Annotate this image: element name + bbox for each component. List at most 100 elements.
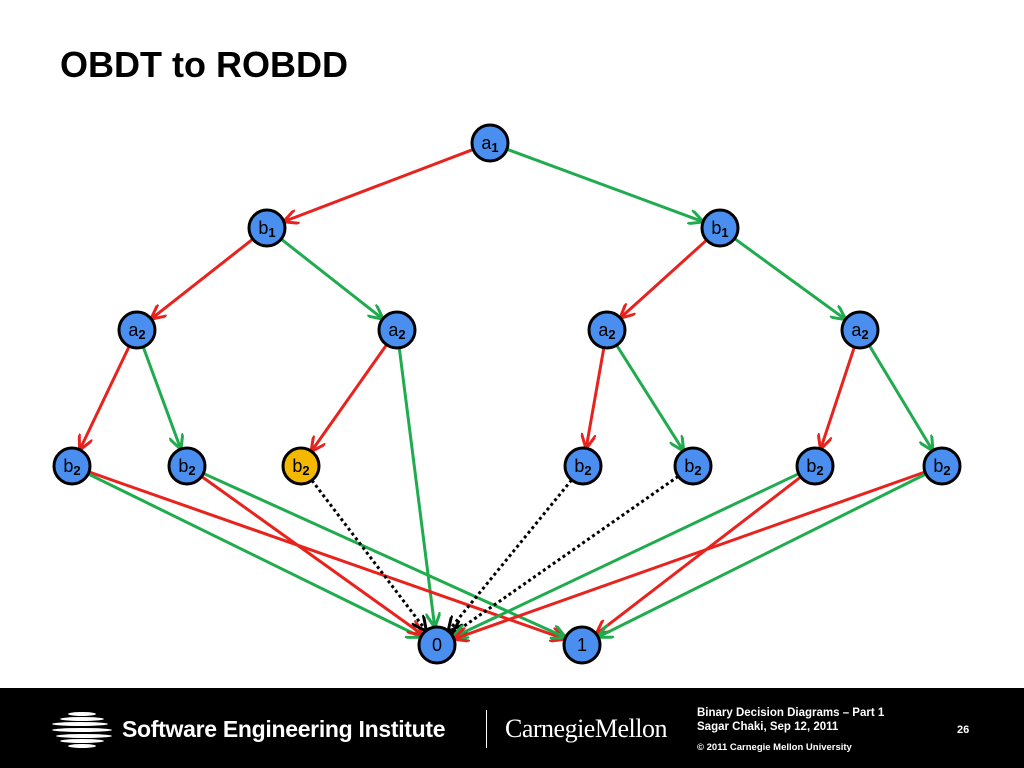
edge-low-a2RR-to-b2_7 [821, 345, 856, 448]
node-subscript: 2 [861, 327, 868, 342]
edge-high-a2LR-to-t0 [397, 346, 434, 626]
node-var: b [711, 218, 721, 238]
node-var: b [178, 456, 188, 476]
node-label: a2 [598, 320, 615, 342]
node-label: b1 [258, 218, 275, 240]
node-subscript: 2 [138, 327, 145, 342]
edge-low-b2_8-to-t0 [455, 470, 927, 639]
node-a2RR: a2 [840, 310, 880, 350]
node-circle [281, 446, 321, 486]
node-circle [167, 446, 207, 486]
node-label: b2 [684, 456, 701, 478]
node-circle [247, 208, 287, 248]
sei-logo-icon [52, 712, 112, 748]
edge-high-b1L-to-a2LR [279, 237, 382, 318]
edge-high-b2_2-to-t1 [201, 471, 564, 637]
node-circle [117, 310, 157, 350]
edge-low-a1-to-b1L [285, 147, 475, 221]
edge-high-b2_1-to-t0 [86, 472, 420, 637]
node-label: b2 [292, 456, 309, 478]
slide-title: OBDT to ROBDD [60, 44, 348, 85]
node-var: b [684, 456, 694, 476]
node-b1L: b1 [247, 208, 287, 248]
sei-name: Software Engineering Institute [122, 716, 446, 742]
node-label: b2 [63, 456, 80, 478]
node-var: a [851, 320, 862, 340]
node-b2_3: b2 [281, 446, 321, 486]
node-var: b [933, 456, 943, 476]
node-subscript: 2 [943, 463, 950, 478]
node-var: b [63, 456, 73, 476]
node-label: a2 [388, 320, 405, 342]
edge-low-a2RL-to-b2_5 [586, 346, 606, 448]
node-t1: 1 [562, 625, 602, 665]
node-var: a [128, 320, 139, 340]
node-b1R: b1 [700, 208, 740, 248]
footer-info: Binary Decision Diagrams – Part 1 Sagar … [697, 706, 884, 755]
edge-dotted-b2_3-to-t0 [310, 479, 426, 630]
node-b2_2: b2 [167, 446, 207, 486]
node-b2_7: b2 [795, 446, 835, 486]
edge-dotted-b2_6-to-t0 [453, 475, 680, 634]
edge-low-a2LL-to-b2_1 [80, 344, 131, 449]
node-subscript: 2 [398, 327, 405, 342]
edge-high-a1-to-b1R [505, 147, 702, 221]
edge-high-b2_8-to-t1 [599, 472, 928, 637]
page-number: 26 [957, 724, 970, 736]
node-t0: 0 [417, 625, 457, 665]
node-var: a [481, 133, 492, 153]
node-subscript: 1 [491, 140, 498, 155]
node-circle [795, 446, 835, 486]
node-var: a [598, 320, 609, 340]
node-circle [470, 123, 510, 163]
node-var: b [806, 456, 816, 476]
node-var: a [388, 320, 399, 340]
node-label: a1 [481, 133, 498, 155]
edge-low-b2_2-to-t0 [200, 474, 422, 633]
node-circle [562, 625, 602, 665]
node-var: 0 [432, 635, 442, 655]
footer-bar: Software Engineering Institute CarnegieM… [0, 688, 1024, 768]
node-subscript: 2 [302, 463, 309, 478]
edge-high-a2RL-to-b2_6 [615, 343, 683, 450]
node-a2LL: a2 [117, 310, 157, 350]
edge-high-b2_7-to-t0 [454, 472, 801, 637]
node-circle [922, 446, 962, 486]
edge-low-b2_1-to-t1 [87, 470, 564, 639]
node-subscript: 2 [584, 463, 591, 478]
node-b2_6: b2 [673, 446, 713, 486]
node-circle [700, 208, 740, 248]
node-subscript: 1 [268, 225, 275, 240]
edge-dotted-b2_5-to-t0 [449, 479, 573, 630]
edge-high-a2RR-to-b2_8 [867, 343, 932, 449]
node-a2RL: a2 [587, 310, 627, 350]
edge-low-b1R-to-a2RL [621, 238, 709, 317]
node-b2_5: b2 [563, 446, 603, 486]
node-circle [563, 446, 603, 486]
node-b2_8: b2 [922, 446, 962, 486]
lecture-title: Binary Decision Diagrams – Part 1 [697, 707, 885, 719]
node-var: 1 [577, 635, 587, 655]
node-label: b1 [711, 218, 728, 240]
node-a2LR: a2 [377, 310, 417, 350]
node-label: b2 [178, 456, 195, 478]
node-label: 0 [432, 635, 442, 655]
node-label: a2 [851, 320, 868, 342]
node-var: b [292, 456, 302, 476]
node-subscript: 2 [73, 463, 80, 478]
node-label: b2 [574, 456, 591, 478]
node-subscript: 2 [188, 463, 195, 478]
node-circle [377, 310, 417, 350]
copyright: © 2011 Carnegie Mellon University [697, 742, 852, 753]
node-label: 1 [577, 635, 587, 655]
node-circle [52, 446, 92, 486]
author-date: Sagar Chaki, Sep 12, 2011 [697, 721, 839, 733]
node-var: b [258, 218, 268, 238]
node-var: b [574, 456, 584, 476]
edge-layer [80, 147, 932, 639]
node-label: a2 [128, 320, 145, 342]
node-circle [673, 446, 713, 486]
node-b2_1: b2 [52, 446, 92, 486]
